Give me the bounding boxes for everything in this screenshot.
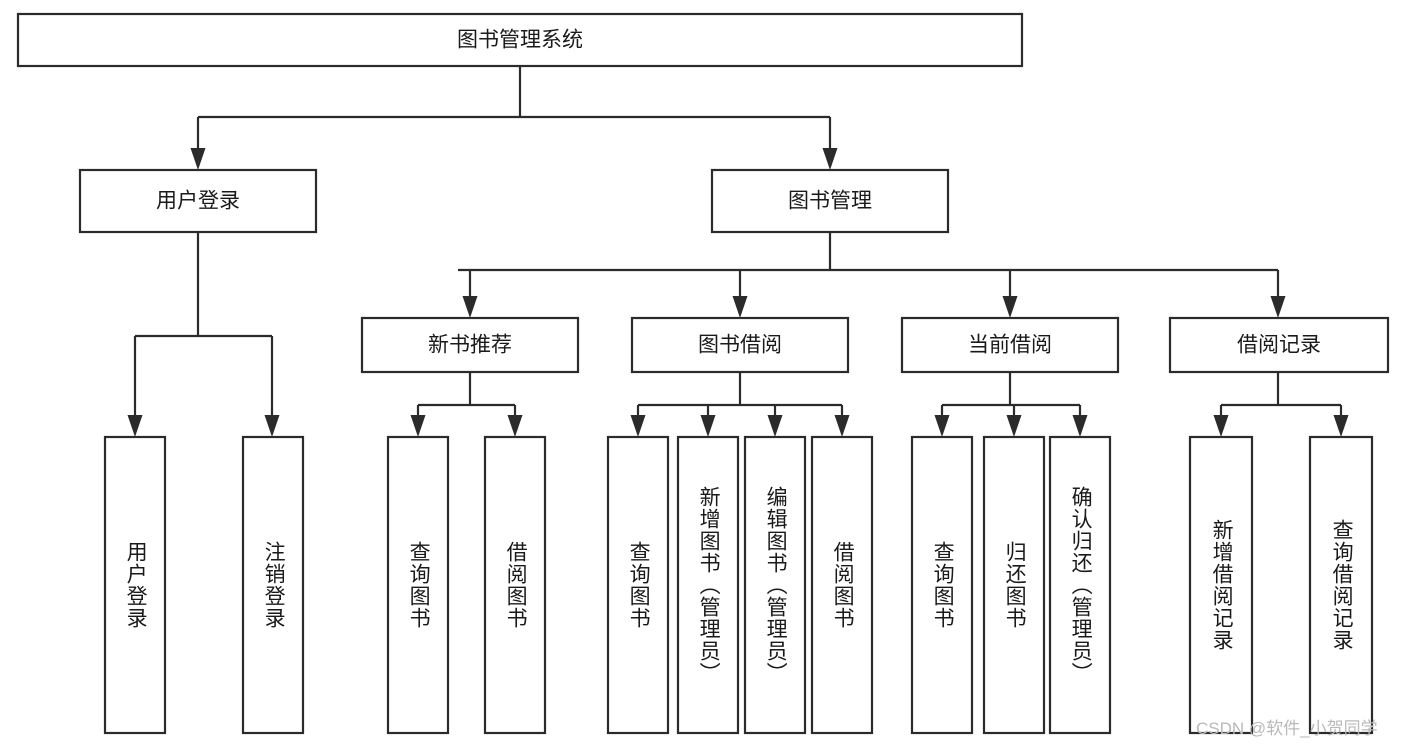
subgroup-2-branch-1-arrowhead (1006, 415, 1022, 437)
subgroup-0-branch-0-arrowhead (410, 415, 426, 437)
leaf-node-6-box[interactable] (743, 435, 807, 735)
subgroup-3-branch-0-arrowhead (1213, 415, 1229, 437)
root-node-title-box[interactable] (16, 12, 1024, 68)
subgroup-1-branch-0-arrowhead (630, 415, 646, 437)
subgroup-0-branch-1-arrowhead (507, 415, 523, 437)
root-branch-0-arrowhead (190, 148, 206, 170)
login-branch-0-arrowhead (127, 415, 143, 437)
root-node-title-label: 图书管理系统 (457, 29, 583, 52)
leaf-node-0-box[interactable] (103, 435, 167, 735)
subgroup-3-branch-1-arrowhead (1333, 415, 1349, 437)
level2-node-1-box[interactable] (710, 168, 950, 234)
level2-node-0-box[interactable] (78, 168, 318, 234)
leaf-node-9-box[interactable] (982, 435, 1046, 735)
level3-node-1-box[interactable] (630, 316, 850, 374)
leaf-node-12-box[interactable] (1308, 435, 1374, 735)
level3-node-1-label: 图书借阅 (698, 334, 782, 357)
level2-node-0-label: 用户登录 (156, 190, 240, 213)
leaf-node-11-box[interactable] (1188, 435, 1254, 735)
mgmt-branch-0-arrowhead (462, 296, 478, 318)
subgroup-2-branch-0-arrowhead (934, 415, 950, 437)
mgmt-branch-2-arrowhead (1002, 296, 1018, 318)
leaf-node-3-box[interactable] (483, 435, 547, 735)
level3-node-3-box[interactable] (1168, 316, 1390, 374)
leaf-node-8-box[interactable] (910, 435, 974, 735)
subgroup-1-branch-3-arrowhead (834, 415, 850, 437)
level3-node-3-label: 借阅记录 (1237, 334, 1321, 357)
level3-node-0-box[interactable] (360, 316, 580, 374)
mgmt-branch-1-arrowhead (732, 296, 748, 318)
leaf-node-1-box[interactable] (241, 435, 305, 735)
mgmt-branch-3-arrowhead (1270, 296, 1286, 318)
csdn-watermark: CSDN @软件_小贺同学 (1196, 719, 1378, 738)
level3-node-2-label: 当前借阅 (968, 334, 1052, 357)
subgroup-2-branch-2-arrowhead (1072, 415, 1088, 437)
leaf-node-2-box[interactable] (386, 435, 450, 735)
level3-node-0-label: 新书推荐 (428, 334, 512, 357)
leaf-node-4-box[interactable] (606, 435, 670, 735)
subgroup-1-branch-2-arrowhead (767, 415, 783, 437)
leaf-node-7-box[interactable] (810, 435, 874, 735)
login-branch-1-arrowhead (264, 415, 280, 437)
subgroup-1-branch-1-arrowhead (700, 415, 716, 437)
level3-node-2-box[interactable] (900, 316, 1120, 374)
leaf-node-5-box[interactable] (676, 435, 740, 735)
level2-node-1-label: 图书管理 (788, 190, 872, 213)
leaf-node-10-box[interactable] (1048, 435, 1112, 735)
root-branch-1-arrowhead (822, 148, 838, 170)
